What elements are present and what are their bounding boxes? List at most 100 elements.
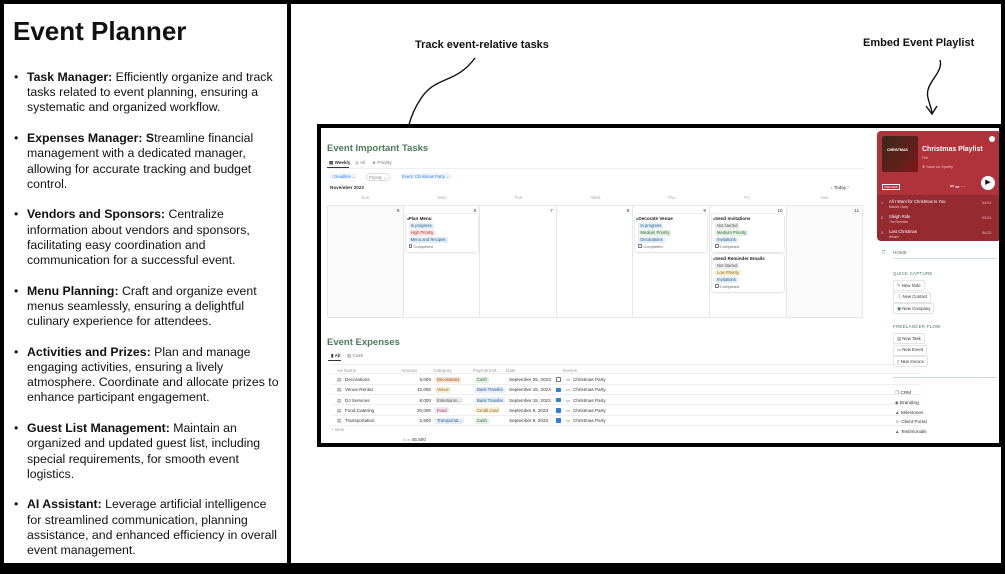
quick-capture-button[interactable]: ▣ New Company (893, 303, 935, 315)
feature-title: Activities and Prizes: (27, 344, 151, 359)
day-header: Tue (514, 195, 523, 200)
paid-checkbox[interactable] (556, 387, 561, 393)
page-icon: ▤ (337, 397, 342, 403)
filter-deadline[interactable]: ↑ Deadline ⌄ (329, 173, 358, 179)
track-title[interactable]: Sleigh Ride (889, 214, 911, 219)
link-label: Milestones (900, 409, 924, 415)
calendar-day-cell[interactable]: 5 (327, 205, 404, 318)
expense-amount: 20,000 (416, 407, 431, 413)
expense-name[interactable]: Food Catering (345, 407, 375, 413)
column-header[interactable]: Amount (401, 367, 417, 373)
freelancer-flow-button[interactable]: ▯ New Invoice (893, 356, 928, 368)
freelancer-flow-button[interactable]: ▭ New Event (893, 344, 928, 356)
expense-event[interactable]: Christmas Party (573, 418, 606, 424)
button-label: New Invoice (900, 358, 924, 364)
sidebar-link[interactable]: ◆ Branding (895, 400, 919, 406)
column-header[interactable]: Payment M... (473, 367, 501, 373)
expense-event[interactable]: Christmas Party (573, 387, 606, 393)
calendar-day-cell[interactable]: 7 (480, 205, 557, 318)
calendar-nav[interactable]: ‹ Today › (831, 185, 849, 190)
filter-event[interactable]: Event: Christmas Party ⌄ (400, 173, 452, 179)
sidebar-link[interactable]: ❐ CRM (895, 390, 911, 396)
completed-checkbox[interactable] (715, 284, 719, 288)
feature-text: treamline financial management with a de… (27, 131, 254, 191)
track-title[interactable]: All I Want for Christmas Is You (889, 199, 946, 204)
track-title[interactable]: Last Christmas (889, 229, 917, 234)
tab-priority[interactable]: ★ Priority (372, 160, 392, 165)
track-artist: Mariah Carey (889, 204, 909, 209)
calendar-day-cell[interactable]: 11 (786, 205, 864, 318)
playback-controls[interactable]: ⏮ ⏭ ⋯ (950, 184, 966, 189)
feature-item: Vendors and Sponsors: Centralize informa… (14, 207, 282, 268)
completed-checkbox[interactable] (638, 244, 642, 248)
spotify-embed[interactable]: CHRISTMAS Christmas Playlist Filtr ⊕ Sav… (877, 131, 999, 241)
calendar-day-cell[interactable]: 6 (403, 205, 481, 318)
play-button[interactable]: ▶ (981, 176, 995, 190)
paid-checkbox[interactable] (556, 418, 561, 423)
link-icon: ◆ (895, 399, 900, 405)
expense-name[interactable]: DJ Services (345, 397, 370, 403)
tab-cash[interactable]: ▥ Cash (347, 353, 364, 358)
table-header: Aa Name Amount Category Payment M... Date Eve… (331, 364, 921, 375)
link-icon: ☺ (895, 419, 902, 425)
expense-name[interactable]: Transportation (345, 418, 375, 424)
button-icon: ▤ (897, 335, 903, 341)
save-spotify[interactable]: ⊕ Save on Spotify (922, 165, 953, 169)
tab-all-expenses[interactable]: ▮ All (331, 353, 341, 358)
category-badge: Transportat... (435, 417, 464, 424)
expense-event[interactable]: Christmas Party (573, 377, 606, 382)
calendar-day-cell[interactable]: 8 (556, 205, 634, 318)
track-duration: 04:01 (982, 201, 992, 205)
completed-label: Completed (720, 283, 740, 289)
link-label: CRM (900, 390, 912, 395)
playlist-cover: CHRISTMAS (882, 136, 918, 172)
column-header[interactable]: Date (506, 367, 516, 373)
track-artist: The Ronettes (889, 219, 909, 224)
completed-checkbox[interactable] (408, 244, 413, 248)
column-header[interactable]: Category (433, 367, 452, 373)
tab-all[interactable]: ◎ All (355, 160, 366, 165)
paid-checkbox[interactable] (556, 408, 561, 413)
category-badge: Venue (435, 386, 451, 393)
calendar-day-cell[interactable]: 10 (710, 205, 787, 318)
sidebar-link[interactable]: ☺ Client Portal (895, 419, 927, 424)
tab-weekly[interactable]: ▤ Weekly (329, 160, 351, 165)
payment-badge: Credit Card (475, 407, 501, 414)
payment-badge: Cash (475, 376, 489, 383)
new-row-button[interactable]: + New (331, 427, 345, 432)
expense-event[interactable]: Christmas Party (573, 397, 606, 403)
freelancer-flow-button[interactable]: ▤ New Task (893, 333, 925, 344)
calendar-day-cell[interactable]: 9 (633, 205, 710, 318)
preview-badge: PREVIEW (882, 184, 900, 190)
expense-name[interactable]: Venue Rental (345, 387, 373, 393)
filter-priority[interactable]: Priority ⌄ (366, 173, 390, 181)
freelancer-flow-heading: FREELANCER FLOW (893, 324, 941, 329)
paid-checkbox[interactable] (556, 377, 561, 382)
completed-label: Completed (643, 243, 663, 249)
expense-name[interactable]: Decorations (345, 377, 370, 382)
column-header[interactable]: Events (563, 367, 578, 373)
column-header[interactable]: Aa Name (337, 367, 357, 373)
date-number: 8 (626, 208, 630, 213)
sidebar-link[interactable]: ▲ Testimonials (895, 429, 927, 434)
paid-checkbox[interactable] (556, 397, 561, 403)
payment-badge: Bank Transfer (475, 386, 506, 393)
status-badge: In progress (638, 222, 664, 229)
quick-capture-button[interactable]: ✎ New Note (893, 280, 925, 291)
category-badge: Invitations (715, 276, 738, 283)
expense-event[interactable]: Christmas Party (573, 407, 606, 413)
completed-checkbox[interactable] (715, 244, 719, 248)
quick-capture-button[interactable]: ⓘ New Contact (893, 291, 932, 303)
sidebar-link[interactable]: ▲ Milestones (895, 410, 923, 415)
day-header: Sun (361, 195, 370, 200)
home-heading[interactable]: HOME (893, 250, 907, 255)
